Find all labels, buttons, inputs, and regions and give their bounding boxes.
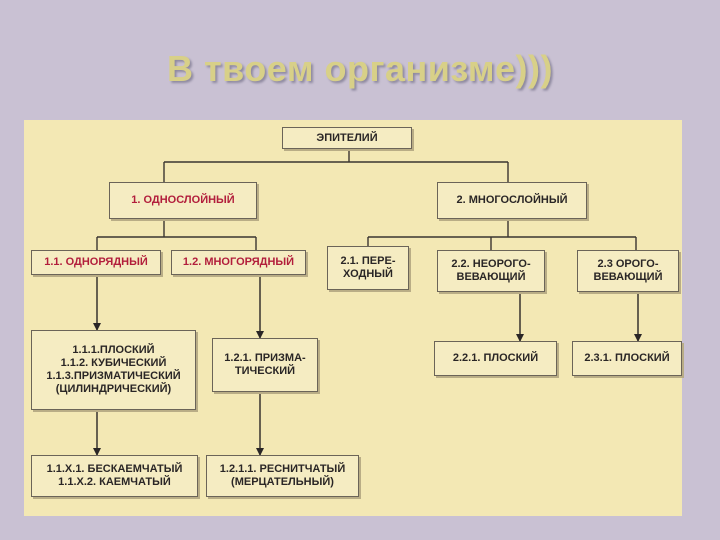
- node-multi-row-types: 1.2.1. ПРИЗМА- ТИЧЕСКИЙ: [212, 338, 318, 392]
- node-non-keratinizing-flat: 2.2.1. ПЛОСКИЙ: [434, 341, 557, 376]
- node-keratinizing-flat: 2.3.1. ПЛОСКИЙ: [572, 341, 682, 376]
- node-transitional: 2.1. ПЕРЕ- ХОДНЫЙ: [327, 246, 409, 290]
- epithelium-classification-diagram: ЭПИТЕЛИЙ 1. ОДНОСЛОЙНЫЙ 2. МНОГОСЛОЙНЫЙ …: [24, 120, 682, 516]
- node-one-row-types: 1.1.1.ПЛОСКИЙ 1.1.2. КУБИЧЕСКИЙ 1.1.3.ПР…: [31, 330, 196, 410]
- node-non-keratinizing: 2.2. НЕОРОГО- ВЕВАЮЩИЙ: [437, 250, 545, 292]
- node-multi-row-ciliation: 1.2.1.1. РЕСНИТЧАТЫЙ (МЕРЦАТЕЛЬНЫЙ): [206, 455, 359, 497]
- slide-title: В твоем организме))): [167, 48, 553, 89]
- node-one-row: 1.1. ОДНОРЯДНЫЙ: [31, 250, 161, 275]
- node-epithelium: ЭПИТЕЛИЙ: [282, 127, 412, 149]
- node-one-row-ciliation: 1.1.X.1. БЕСКАЕМЧАТЫЙ 1.1.X.2. КАЕМЧАТЫЙ: [31, 455, 198, 497]
- node-keratinizing: 2.3 ОРОГО- ВЕВАЮЩИЙ: [577, 250, 679, 292]
- node-multi-row: 1.2. МНОГОРЯДНЫЙ: [171, 250, 306, 275]
- connector-lines: [93, 149, 642, 456]
- node-multi-layer: 2. МНОГОСЛОЙНЫЙ: [437, 182, 587, 219]
- node-single-layer: 1. ОДНОСЛОЙНЫЙ: [109, 182, 257, 219]
